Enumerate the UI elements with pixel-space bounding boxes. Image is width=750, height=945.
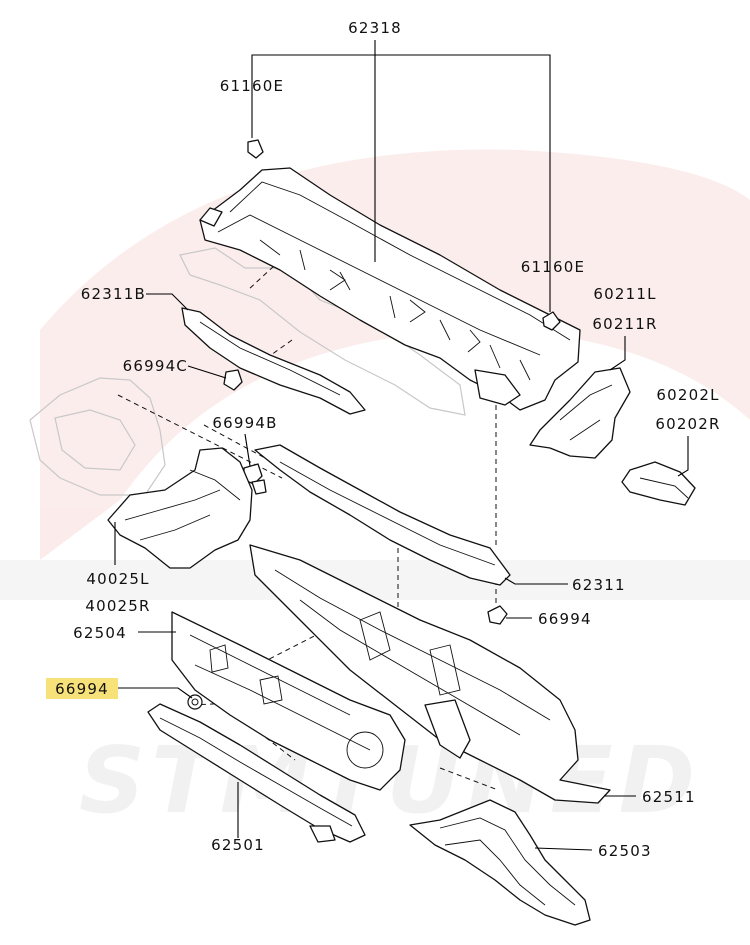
label-66994-right: 66994 [538, 610, 592, 628]
label-62311B: 62311B [81, 285, 146, 303]
part-66994-nut-highlighted [187, 694, 203, 710]
part-62311B-bracket [181, 307, 366, 415]
label-62501: 62501 [211, 836, 265, 854]
part-61160E-clip-right [542, 311, 561, 331]
label-66994B: 66994B [212, 414, 277, 432]
part-62504-lower-panel [171, 611, 406, 791]
part-62511-dash-panel [249, 544, 611, 804]
part-62501-crossmember [147, 703, 366, 843]
part-66994B-clip [243, 463, 267, 495]
leader-lines [114, 40, 689, 851]
label-62503: 62503 [598, 842, 652, 860]
part-40025-panel [107, 447, 253, 569]
label-60202L: 60202L [656, 386, 719, 404]
part-61160E-clip-top [247, 139, 264, 159]
part-labels: 62318 61160E 61160E 62311B 60211L 60211R… [55, 19, 720, 860]
label-61160E-right: 61160E [521, 258, 585, 276]
label-66994-highlighted: 66994 [55, 680, 109, 698]
part-62311-strip [254, 444, 511, 586]
label-60211L: 60211L [593, 285, 656, 303]
label-66994C: 66994C [123, 357, 188, 375]
label-62504: 62504 [73, 624, 127, 642]
part-62503-floor-tunnel [409, 799, 591, 926]
label-40025L: 40025L [86, 570, 149, 588]
part-60211-bracket [529, 367, 631, 459]
label-62318: 62318 [348, 19, 402, 37]
watermark-graphic [0, 149, 750, 600]
part-62318-cowl-panel [199, 167, 581, 411]
label-62311: 62311 [572, 576, 626, 594]
label-highlight [46, 678, 118, 699]
label-40025R: 40025R [85, 597, 150, 615]
part-66994-clip-right [487, 605, 508, 625]
label-60202R: 60202R [655, 415, 720, 433]
label-61160E-top: 61160E [220, 77, 284, 95]
label-60211R: 60211R [592, 315, 657, 333]
label-62511: 62511 [642, 788, 696, 806]
part-60202-bracket [621, 461, 696, 506]
part-66994C-clip [223, 369, 243, 391]
